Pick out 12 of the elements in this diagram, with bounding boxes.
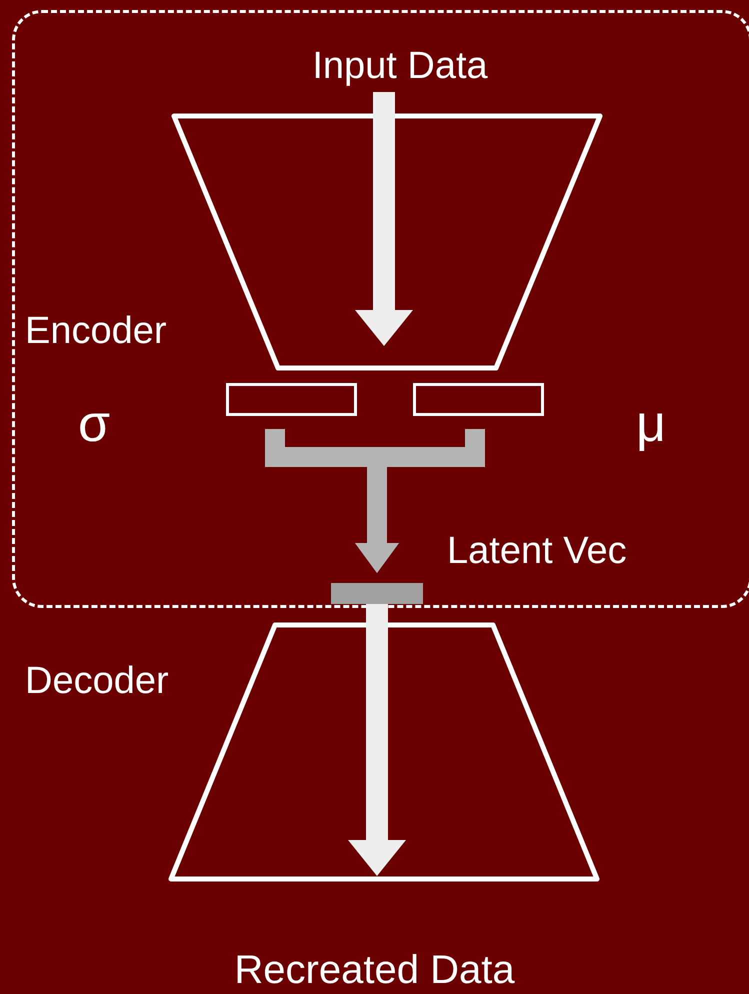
arrow bbox=[355, 92, 413, 346]
node-caption: μ bbox=[636, 398, 666, 450]
arrow bbox=[348, 604, 406, 876]
node-caption: Decoder bbox=[25, 662, 169, 700]
node-caption: Encoder bbox=[25, 312, 167, 350]
output-box bbox=[413, 383, 544, 416]
node-caption: σ bbox=[78, 398, 110, 450]
node-label: Input Data bbox=[312, 47, 488, 85]
output-box bbox=[226, 383, 357, 416]
output-label: Recreated Data bbox=[233, 950, 516, 990]
arrow bbox=[355, 429, 485, 573]
node-caption: Latent Vec bbox=[447, 532, 627, 570]
